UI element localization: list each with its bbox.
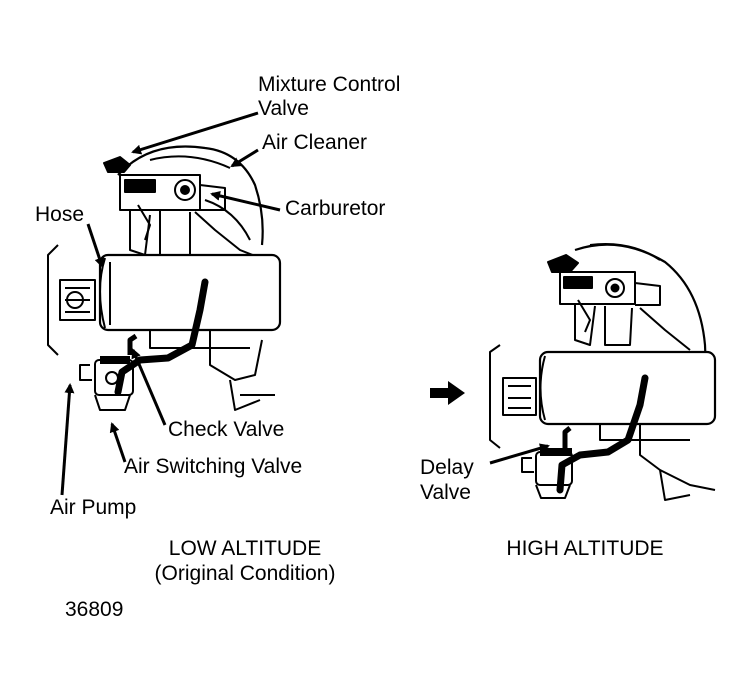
- label-air-cleaner: Air Cleaner: [262, 131, 368, 154]
- label-delay-valve-line2: Valve: [420, 481, 471, 504]
- leader-arrows: [60, 111, 550, 496]
- transition-arrow-icon: [430, 381, 465, 405]
- label-check-valve: Check Valve: [168, 418, 285, 441]
- high-altitude-engine: [489, 243, 717, 501]
- figure-number: 36809: [65, 598, 124, 621]
- arrow-carburetor: [210, 190, 281, 212]
- label-delay-valve-line1: Delay: [420, 456, 474, 479]
- label-hose: Hose: [35, 203, 85, 226]
- arrow-check-valve: [131, 348, 167, 426]
- arrow-air-cleaner: [230, 148, 259, 168]
- label-air-switching-valve: Air Switching Valve: [124, 455, 303, 478]
- arrow-hose: [86, 223, 105, 268]
- label-air-pump: Air Pump: [50, 496, 137, 519]
- arrow-air-pump: [60, 383, 75, 496]
- caption-low-altitude: LOW ALTITUDE: [168, 537, 322, 560]
- arrow-air-switching-valve: [109, 422, 127, 463]
- low-altitude-engine: [47, 145, 282, 411]
- label-mixture-control-valve-line2: Valve: [258, 97, 309, 120]
- arrow-mixture-control-valve: [131, 111, 259, 155]
- caption-high-altitude: HIGH ALTITUDE: [506, 537, 664, 560]
- caption-low-altitude-sub: (Original Condition): [154, 562, 336, 585]
- label-carburetor: Carburetor: [285, 197, 386, 220]
- label-mixture-control-valve-line1: Mixture Control: [258, 73, 401, 96]
- arrow-delay-valve: [489, 443, 550, 465]
